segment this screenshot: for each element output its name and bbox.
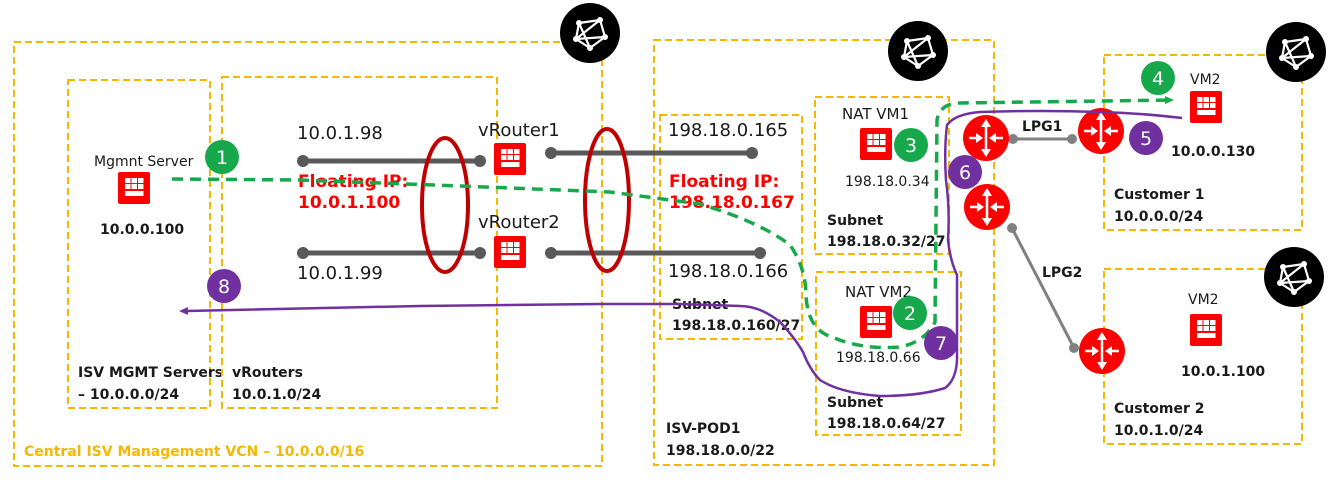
vr2-right-ip: 198.18.0.166	[668, 261, 788, 282]
mgmt-servers-subnet: ISV MGMT Servers – 10.0.0.0/24	[67, 79, 223, 409]
step-badge-2: 2	[893, 296, 927, 330]
customer1-vm2-name: VM2	[1190, 72, 1221, 88]
step-badge-1: 1	[205, 140, 239, 174]
step-badge-8: 8	[207, 269, 241, 303]
central-vcn-container: Central ISV Management VCN – 10.0.0.0/16	[13, 41, 603, 467]
isv-pod1-container: ISV-POD1 198.18.0.0/22	[653, 39, 995, 466]
mgmt-subnet-label-2: – 10.0.0.0/24	[78, 387, 179, 403]
customer2-label-2: 10.0.1.0/24	[1114, 423, 1204, 439]
lpg1-label: LPG1	[1022, 119, 1062, 135]
vrouter-links	[303, 150, 760, 256]
step-badge-6: 6	[948, 155, 982, 189]
link-endpoints	[297, 147, 766, 259]
vrouter1-node[interactable]: vRouter1	[478, 120, 560, 175]
isv-pod1-label-1: ISV-POD1	[666, 421, 740, 437]
vrouter2-name: vRouter2	[478, 212, 560, 233]
customer2-vm2-node[interactable]: VM2 10.0.1.100	[1181, 292, 1265, 380]
customer2-label-1: Customer 2	[1114, 401, 1205, 417]
step-badge-7: 7	[924, 326, 958, 360]
step-number: 2	[904, 303, 916, 325]
mgmt-server-node[interactable]: Mgmnt Server 10.0.0.100	[94, 154, 194, 238]
step-badges: 1 2 3 4 5 6 7 8	[205, 61, 1175, 360]
customer1-label-1: Customer 1	[1114, 187, 1205, 203]
step-number: 1	[216, 147, 228, 169]
vcn-network-icon-customer1	[1264, 20, 1328, 84]
nat-vm1-node[interactable]: NAT VM1 198.18.0.34	[842, 105, 930, 190]
floating-ip-right-value: 198.18.0.167	[669, 193, 795, 213]
vm-icon	[1190, 314, 1222, 346]
lpg2-link: LPG2	[1007, 223, 1082, 353]
lpg-router-icon-customer2[interactable]	[1077, 326, 1127, 376]
vcn-network-icon-central	[558, 1, 622, 65]
mgmt-server-name: Mgmnt Server	[94, 154, 194, 170]
lpg-router-icon-pod1-b[interactable]	[962, 182, 1012, 232]
lpg-router-icon-customer1[interactable]	[1076, 106, 1126, 156]
vrouter1-name: vRouter1	[478, 120, 560, 141]
customer2-vm2-ip: 10.0.1.100	[1181, 364, 1265, 380]
subnet-64-container: Subnet 198.18.0.64/27	[815, 271, 962, 436]
vrouter2-node[interactable]: vRouter2	[478, 212, 560, 268]
step-number: 6	[959, 162, 971, 184]
vr1-left-ip: 10.0.1.98	[297, 123, 383, 144]
mgmt-server-ip: 10.0.0.100	[100, 222, 184, 238]
subnet-32-label-1: Subnet	[827, 213, 884, 229]
mgmt-subnet-label-1: ISV MGMT Servers	[78, 365, 223, 381]
subnet-160-label-2: 198.18.0.160/27	[672, 318, 800, 334]
vr2-left-ip: 10.0.1.99	[297, 263, 383, 284]
request-path	[171, 96, 1174, 350]
step-number: 4	[1152, 68, 1164, 90]
customer1-vm2-node[interactable]: VM2 10.0.0.130	[1171, 72, 1255, 160]
subnet-64-label-2: 198.18.0.64/27	[827, 416, 945, 432]
vr1-right-ip: 198.18.0.165	[668, 120, 788, 141]
lpg-router-icon-pod1-a[interactable]	[961, 113, 1011, 163]
nat-vm2-name: NAT VM2	[845, 283, 912, 301]
ha-pair-ellipse-left	[420, 136, 470, 274]
vm-icon	[118, 172, 150, 204]
subnet-32-container: Subnet 198.18.0.32/27	[814, 96, 950, 255]
step-number: 8	[218, 276, 230, 298]
step-number: 7	[935, 333, 947, 355]
step-number: 5	[1140, 128, 1152, 150]
vrouters-subnet-label-2: 10.0.1.0/24	[232, 387, 322, 403]
lpg1-link: LPG1	[1008, 119, 1077, 144]
subnet-32-label-2: 198.18.0.32/27	[827, 234, 945, 250]
vrouters-subnet-label-1: vRouters	[232, 365, 303, 381]
nat-vm1-ip: 198.18.0.34	[845, 174, 930, 190]
nat-vm2-ip: 198.18.0.66	[836, 350, 921, 366]
vcn-network-icon-pod1	[886, 19, 950, 83]
vm-icon	[494, 236, 526, 268]
customer2-container: Customer 2 10.0.1.0/24	[1103, 268, 1303, 445]
floating-ip-right-label: Floating IP:	[669, 172, 779, 192]
vm-icon	[860, 128, 892, 160]
customer1-container: Customer 1 10.0.0.0/24	[1103, 54, 1303, 231]
step-number: 3	[905, 135, 917, 157]
step-badge-3: 3	[894, 128, 928, 162]
customer1-vm2-ip: 10.0.0.130	[1171, 144, 1255, 160]
vm-icon	[1190, 91, 1222, 123]
nat-vm2-node[interactable]: NAT VM2 198.18.0.66	[836, 283, 921, 366]
customer2-vm2-name: VM2	[1188, 292, 1219, 308]
nat-vm1-name: NAT VM1	[842, 105, 909, 123]
floating-ip-left-value: 10.0.1.100	[298, 193, 400, 213]
customer1-label-2: 10.0.0.0/24	[1114, 209, 1204, 225]
response-path	[179, 109, 1183, 398]
isv-pod1-label-2: 198.18.0.0/22	[666, 443, 775, 459]
central-vcn-label: Central ISV Management VCN – 10.0.0.0/16	[24, 444, 364, 460]
lpg2-label: LPG2	[1042, 265, 1082, 281]
vcn-network-icon-customer2	[1262, 245, 1326, 309]
vm-icon	[860, 306, 892, 338]
step-badge-4: 4	[1141, 61, 1175, 95]
ha-pair-ellipse-right	[583, 127, 631, 273]
vm-icon	[494, 143, 526, 175]
step-badge-5: 5	[1129, 121, 1163, 155]
subnet-64-label-1: Subnet	[827, 395, 884, 411]
